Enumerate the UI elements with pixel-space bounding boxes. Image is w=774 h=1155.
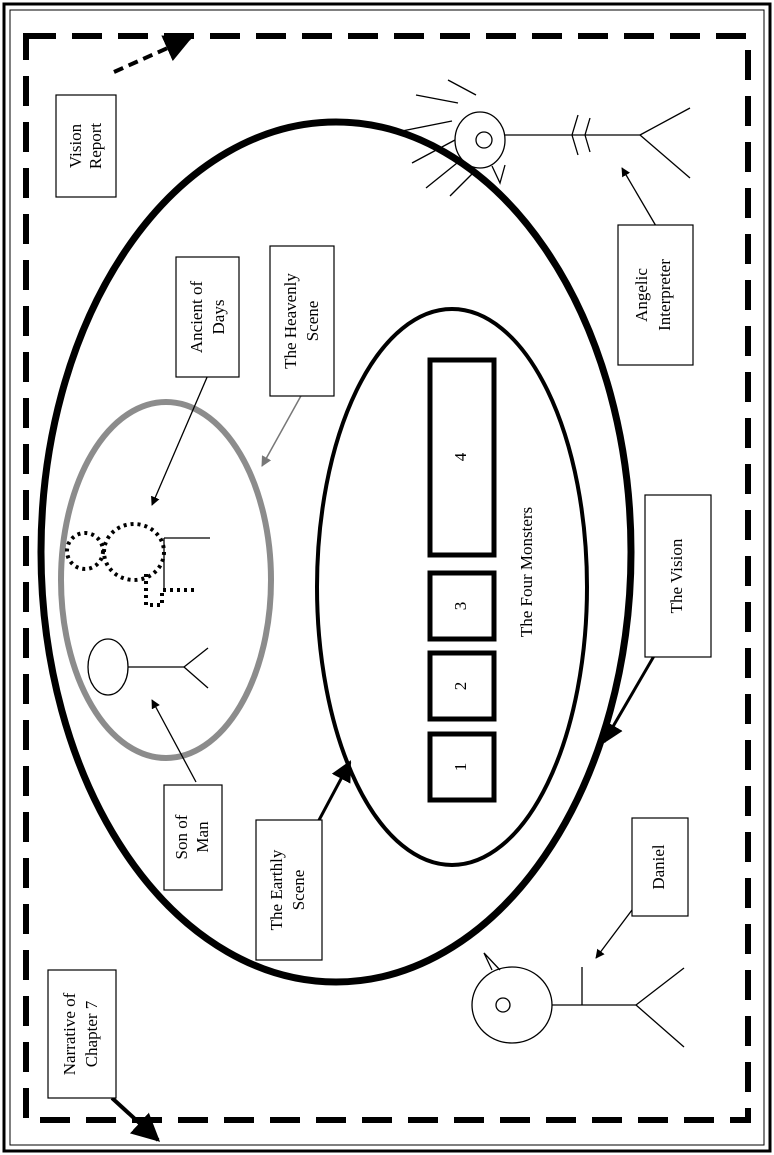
monster-box-2 [427, 650, 497, 722]
monster-number-4: 4 [451, 452, 470, 461]
monster-box-3 [427, 570, 497, 642]
angelic-figure [401, 79, 691, 197]
the-vision-arrow [602, 655, 656, 744]
angelic-interpreter-label: Angelic Interpreter [617, 224, 694, 366]
monster-number-1: 1 [451, 763, 470, 772]
svg-text:Scene: Scene [303, 301, 322, 342]
svg-text:Narrative of: Narrative of [60, 992, 79, 1075]
ancient-of-days-arrow [151, 374, 209, 506]
svg-text:Interpreter: Interpreter [655, 259, 674, 331]
heavenly-scene-label: The Heavenly Scene [269, 245, 335, 397]
svg-text:Man: Man [193, 821, 212, 853]
the-vision-label: The Vision [644, 494, 712, 658]
four-monsters-label: The Four Monsters [517, 507, 536, 637]
narrative-arrow [110, 1096, 161, 1142]
svg-text:Vision: Vision [66, 123, 85, 168]
earthly-scene-ellipse [315, 307, 589, 867]
son-of-man-figure [87, 638, 209, 696]
monster-box-1 [427, 731, 497, 803]
son-of-man-arrow [151, 699, 197, 783]
svg-text:Chapter 7: Chapter 7 [82, 1000, 101, 1067]
vision-ellipse [37, 118, 635, 986]
monster-number-2: 2 [451, 682, 470, 691]
daniel-label: Daniel [631, 817, 689, 917]
svg-text:Report: Report [86, 123, 105, 170]
svg-text:Days: Days [209, 300, 228, 335]
daniel-figure [471, 952, 685, 1048]
narrative-frame [9, 9, 765, 1146]
earthly-scene-arrow [316, 760, 352, 823]
son-of-man-label: Son of Man [163, 784, 223, 891]
svg-text:Scene: Scene [289, 870, 308, 911]
svg-text:Daniel: Daniel [649, 844, 668, 890]
ancient-of-days-figure [65, 522, 210, 607]
angelic-interpreter-arrow [621, 167, 657, 227]
svg-text:The Vision: The Vision [667, 538, 686, 613]
svg-text:Son of: Son of [172, 814, 191, 859]
vision-report-label: Vision Report [55, 94, 117, 198]
svg-text:The Earthly: The Earthly [267, 849, 286, 930]
ancient-of-days-label: Ancient of Days [175, 256, 240, 378]
heavenly-scene-arrow [261, 393, 303, 467]
svg-text:Angelic: Angelic [632, 268, 651, 322]
monster-box-4 [427, 357, 497, 558]
vision-report-frame [23, 33, 751, 1123]
heavenly-scene-ellipse [58, 399, 274, 761]
monster-number-3: 3 [451, 602, 470, 611]
earthly-scene-label: The Earthly Scene [255, 819, 323, 961]
svg-text:The Heavenly: The Heavenly [281, 273, 300, 369]
svg-text:Ancient of: Ancient of [187, 281, 206, 354]
daniel-arrow [595, 909, 633, 959]
vision-report-arrow [113, 35, 193, 74]
narrative-label: Narrative of Chapter 7 [47, 969, 117, 1099]
